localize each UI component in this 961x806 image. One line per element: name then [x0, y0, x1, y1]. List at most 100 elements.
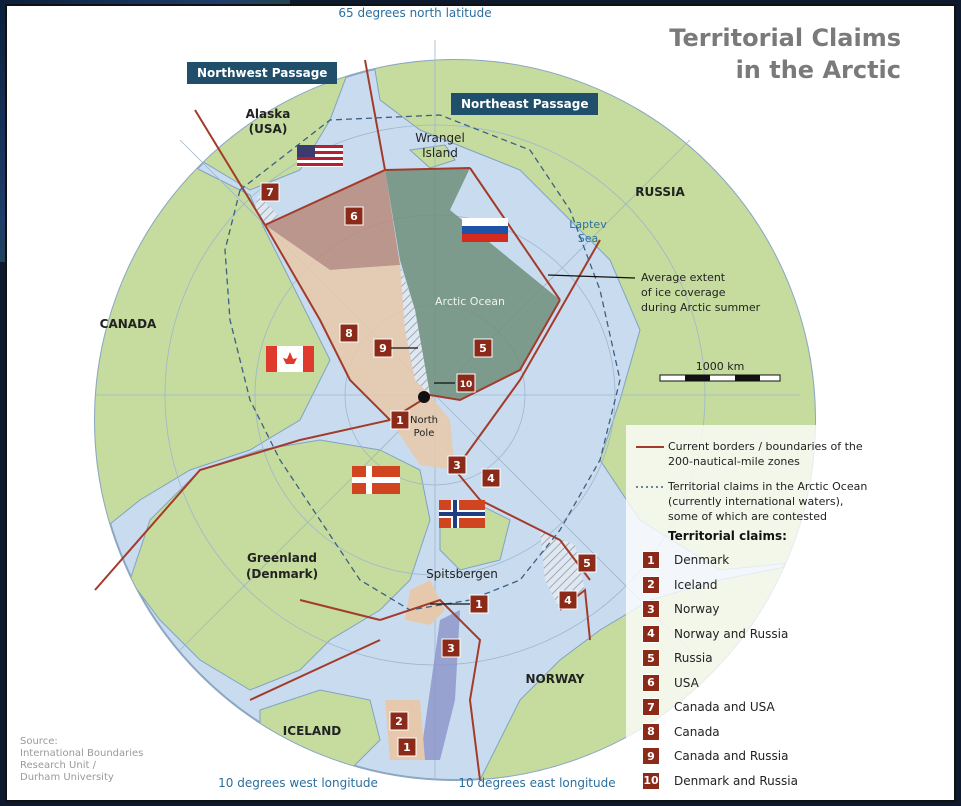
claim-denmark-south	[405, 580, 445, 625]
source-line-2: International Boundaries	[20, 748, 144, 759]
legend-claims-2: (currently international waters),	[668, 495, 844, 508]
claim-label: Denmark and Russia	[674, 773, 798, 788]
label-wrangel-sub: Island	[422, 146, 458, 160]
claim-marker: 1	[469, 594, 489, 614]
north-pole-dot	[418, 391, 430, 403]
claim-number-badge: 1	[642, 551, 660, 569]
claim-label: Canada and USA	[674, 700, 775, 714]
claim-number-badge: 4	[642, 624, 660, 643]
label-greenland: Greenland	[247, 551, 317, 565]
label-iceland: ICELAND	[283, 724, 341, 738]
scale-bar	[659, 374, 781, 382]
ice-note-line1: Average extent	[641, 271, 726, 284]
claim-marker: 4	[558, 590, 578, 610]
label-greenland-sub: (Denmark)	[246, 567, 318, 581]
claim-marker: 2	[389, 711, 409, 731]
claim-marker: 1	[390, 410, 410, 430]
source-note: Source: International Boundaries Researc…	[20, 736, 190, 784]
claim-number-badge: 3	[642, 600, 660, 618]
claim-number-badge: 7	[642, 698, 660, 716]
claim-number-badge: 2	[642, 575, 660, 594]
label-alaska-sub: (USA)	[249, 122, 288, 136]
claim-marker-number: 5	[583, 557, 591, 570]
claim-marker-number: 8	[345, 327, 353, 340]
claim-usa	[265, 170, 400, 270]
claim-marker-number: 5	[479, 342, 487, 355]
claim-label: Canada and Russia	[674, 749, 789, 763]
label-alaska: Alaska	[246, 107, 291, 121]
claim-marker-number: 4	[487, 472, 495, 485]
claim-marker-number: 1	[403, 741, 411, 754]
ice-extent-line	[224, 114, 621, 611]
claim-row: 10 Denmark and Russia	[642, 771, 798, 790]
legend-symbols	[636, 446, 664, 488]
legend-claims-3: some of which are contested	[668, 510, 827, 523]
claim-label: Norway and Russia	[674, 626, 789, 641]
claim-row: 8 Canada	[642, 722, 720, 741]
label-norway: NORWAY	[525, 672, 584, 686]
claim-marker-number: 1	[475, 598, 483, 611]
northwest-passage-label: Northwest Passage	[187, 62, 338, 84]
top-latitude-label: 65 degrees north latitude	[338, 6, 491, 20]
claim-label: Norway	[674, 602, 720, 616]
claim-marker-number: 10	[460, 380, 473, 390]
claim-marker: 9	[373, 338, 393, 358]
current-borders	[94, 59, 601, 781]
legend-claims-title: Territorial claims:	[668, 529, 787, 543]
claim-marker: 7	[260, 182, 280, 202]
label-laptev-sub: Sea	[578, 232, 599, 245]
claim-number-badge: 9	[642, 747, 660, 765]
label-russia: RUSSIA	[635, 185, 685, 199]
claim-marker-number: 6	[350, 210, 358, 223]
land-wrangel	[408, 144, 456, 169]
claim-marker: 5	[577, 553, 597, 573]
label-canada: CANADA	[100, 317, 157, 331]
claim-row: 3 Norway	[642, 600, 720, 618]
source-line-1: Source:	[20, 736, 58, 747]
map-title: Territorial Claims in the Arctic	[669, 22, 901, 86]
label-wrangel: Wrangel	[415, 131, 465, 145]
source-line-3: Research Unit /	[20, 760, 96, 771]
claim-canada-usa	[255, 195, 278, 225]
claim-marker-number: 3	[453, 459, 461, 472]
claim-marker: 4	[481, 468, 501, 488]
legend-borders-2: 200-nautical-mile zones	[668, 455, 800, 468]
claim-marker: 6	[344, 206, 364, 226]
label-north-pole: North	[410, 415, 438, 426]
claim-marker-number: 3	[447, 642, 455, 655]
scale-label: 1000 km	[696, 360, 745, 373]
marker-leaders	[391, 347, 470, 605]
label-north-pole-sub: Pole	[414, 428, 435, 439]
ice-note-line2: of ice coverage	[641, 286, 726, 299]
flag-russia	[462, 218, 508, 242]
claim-row: 2 Iceland	[642, 575, 718, 594]
source-line-4: Durham University	[20, 772, 114, 783]
label-arctic-ocean: Arctic Ocean	[435, 295, 505, 308]
claim-marker: 8	[339, 323, 359, 343]
northeast-passage-label: Northeast Passage	[451, 93, 599, 115]
legend-borders-1: Current borders / boundaries of the	[668, 440, 863, 453]
claim-number-badge: 8	[642, 722, 660, 741]
title-line-1: Territorial Claims	[669, 24, 901, 52]
claim-marker: 1	[397, 737, 417, 757]
claim-marker-number: 2	[395, 715, 403, 728]
claim-russia	[385, 168, 560, 400]
claim-russia-west	[540, 530, 585, 610]
claim-label: Iceland	[674, 577, 718, 592]
legend-claims-1: Territorial claims in the Arctic Ocean	[668, 480, 868, 493]
ice-note-leader	[547, 274, 636, 279]
claim-label: Canada	[674, 724, 720, 739]
bottom-west-label: 10 degrees west longitude	[218, 776, 378, 790]
claim-number-badge: 6	[642, 673, 660, 692]
claim-marker: 10	[456, 373, 476, 393]
claim-number-badge: 10	[642, 771, 660, 790]
flag-denmark	[352, 466, 400, 494]
label-laptev: Laptev	[569, 218, 607, 231]
claim-marker: 3	[447, 455, 467, 475]
claim-marker-number: 1	[396, 414, 404, 427]
flag-usa	[297, 145, 343, 167]
claim-label: Denmark	[674, 553, 730, 567]
legend-panel: Current borders / boundaries of the 200-…	[626, 425, 946, 795]
ice-note-line3: during Arctic summer	[641, 301, 761, 314]
